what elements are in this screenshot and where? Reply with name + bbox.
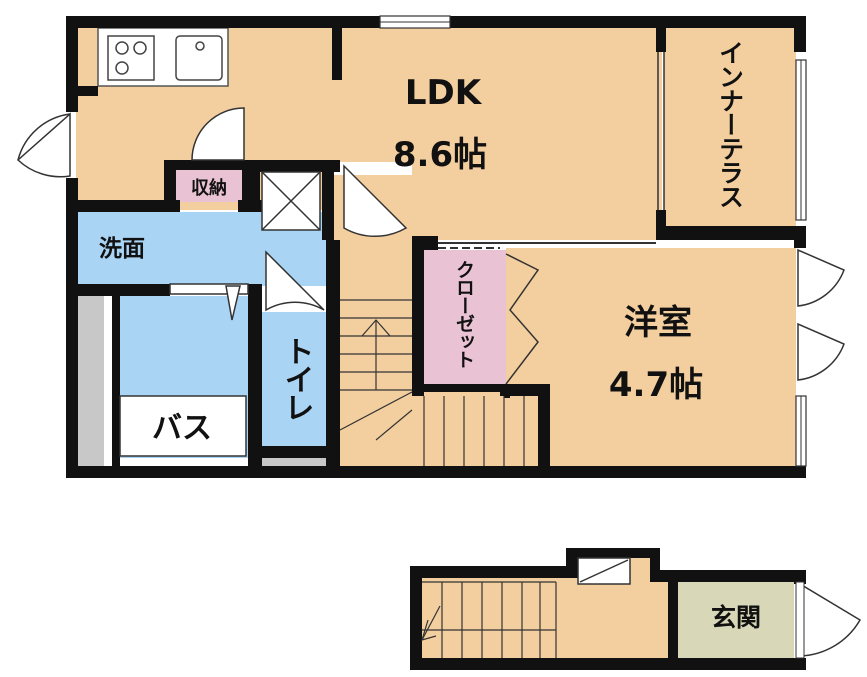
kitchen-counter xyxy=(97,27,229,87)
lower-shaft xyxy=(577,557,631,585)
inner-terrace-floor xyxy=(664,26,796,236)
ldk-name-label: LDK xyxy=(405,73,483,113)
stove-icon xyxy=(107,35,155,81)
storage-floor xyxy=(176,170,242,202)
bathtub xyxy=(119,395,247,457)
shaft xyxy=(261,171,321,231)
sink-icon xyxy=(175,35,223,81)
window-lines xyxy=(380,21,802,466)
entrance-label: 玄関 xyxy=(711,603,761,632)
bath-label: バス xyxy=(152,411,212,446)
stairs-lower xyxy=(421,581,557,658)
washer-panel xyxy=(76,296,104,466)
stairs-upper xyxy=(339,299,525,466)
ldk-size-label: 8.6帖 xyxy=(393,135,487,175)
lower-hall-floor xyxy=(418,576,672,658)
stair-lower-floor xyxy=(412,390,546,470)
washroom-label: 洗面 xyxy=(99,236,145,262)
toilet-floor xyxy=(262,312,328,446)
western-room-floor xyxy=(506,248,796,470)
toilet-label: トイレ xyxy=(279,336,314,420)
walls xyxy=(66,16,806,478)
entrance-door-frame xyxy=(795,581,805,659)
closet-sliding-door xyxy=(438,242,656,249)
western-size-label: 4.7帖 xyxy=(609,365,703,405)
inner-terrace-label: インナーテラス xyxy=(716,40,745,208)
terrace-sliding-door xyxy=(657,52,665,210)
entrance-door xyxy=(799,582,862,657)
lower-walls xyxy=(410,548,806,670)
doors xyxy=(16,107,845,381)
western-name-label: 洋室 xyxy=(624,303,692,343)
entrance-floor xyxy=(678,582,794,658)
washroom-fixture xyxy=(169,283,249,321)
closet-folding-door xyxy=(505,253,540,385)
storage-label: 収納 xyxy=(191,177,227,199)
closet-label: クローゼット xyxy=(453,260,475,368)
closet-floor xyxy=(422,250,506,384)
toilet-sink-panel xyxy=(262,456,328,468)
